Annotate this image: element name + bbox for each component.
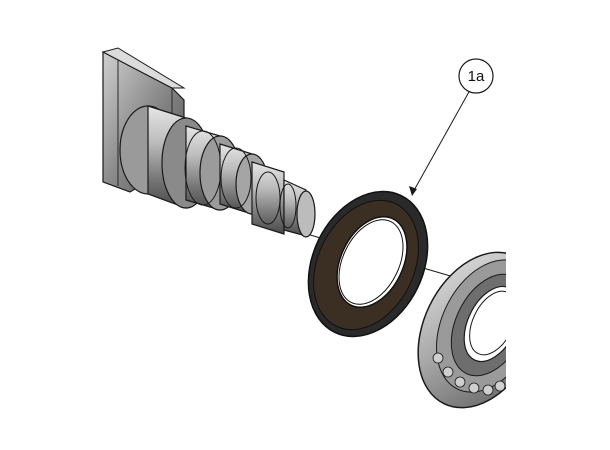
callout-1a: 1a (409, 58, 494, 196)
callout-label: 1a (468, 68, 485, 85)
shaft-drawing (101, 47, 316, 238)
callout-bubble (458, 58, 494, 94)
seal-ring-drawing (307, 190, 429, 338)
callout-leader-line (411, 89, 471, 195)
callout-arrowhead (409, 186, 417, 196)
